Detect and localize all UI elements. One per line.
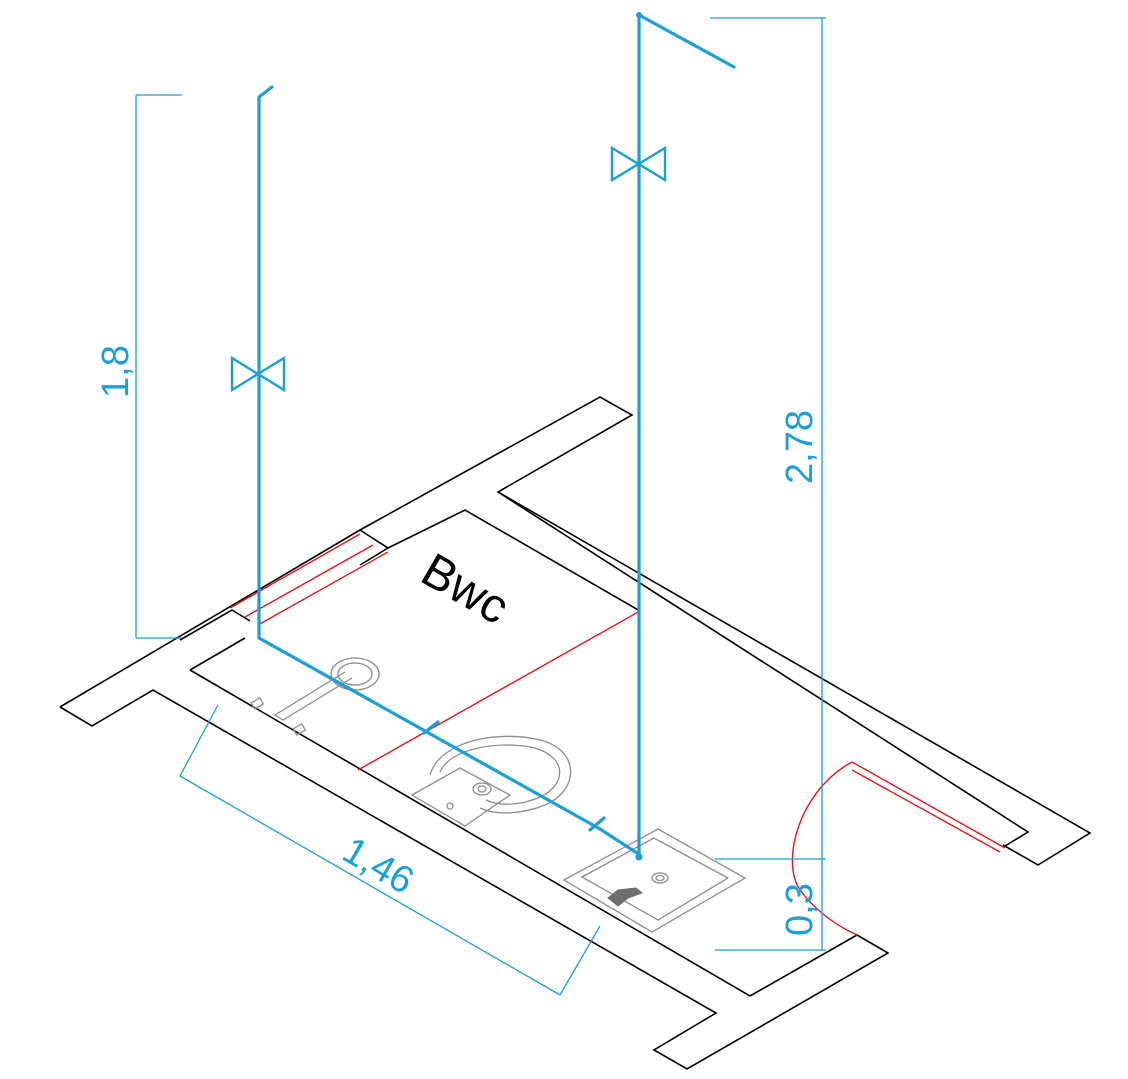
fixtures — [250, 657, 747, 933]
window-right-1 — [851, 761, 1006, 849]
piping — [257, 12, 736, 861]
dimension-lines — [135, 17, 826, 996]
wall-segment-small — [231, 609, 251, 622]
wall-left-outer — [59, 689, 890, 1070]
toilet-symbol — [410, 735, 572, 827]
left-riser — [257, 85, 274, 640]
horizontal-run — [257, 636, 642, 857]
tick-1 — [422, 720, 440, 735]
valve-icon — [610, 145, 667, 183]
tick-2 — [588, 816, 606, 832]
wall-door-jamb — [359, 529, 390, 566]
window-line-3 — [257, 551, 389, 626]
wall-top-left-outer — [59, 396, 1092, 866]
dim-diagonal-tick-a — [179, 704, 219, 777]
room-floor-outline — [189, 669, 858, 997]
room-back-edge — [387, 509, 641, 612]
door-swing-arc — [791, 761, 858, 936]
wall-room-inner-left — [189, 637, 246, 671]
wall-top-inner — [497, 491, 1030, 847]
wall-left-inner — [179, 609, 233, 641]
dim-label-left-riser: 1,8 — [95, 345, 137, 398]
window-right-2 — [851, 769, 1001, 853]
pipe-node-top — [636, 12, 642, 18]
walls — [59, 396, 1092, 1070]
partition-line — [357, 610, 641, 771]
pipe-node — [635, 853, 643, 861]
dim-label-branch-offset: 0,3 — [779, 883, 821, 936]
dim-diagonal — [179, 775, 561, 996]
valve-icon — [230, 355, 286, 393]
dim-label-right-riser: 2,78 — [779, 410, 821, 484]
window-line-1 — [229, 533, 361, 609]
window-line-2 — [244, 544, 374, 618]
dim-diagonal-tick-b — [559, 925, 601, 996]
dim-label-pipe-run: 1,46 — [336, 829, 421, 902]
room-label: Bwc — [413, 544, 518, 635]
washbasin-symbol — [562, 828, 747, 933]
right-branch-top — [637, 13, 736, 69]
openings — [229, 533, 1006, 936]
